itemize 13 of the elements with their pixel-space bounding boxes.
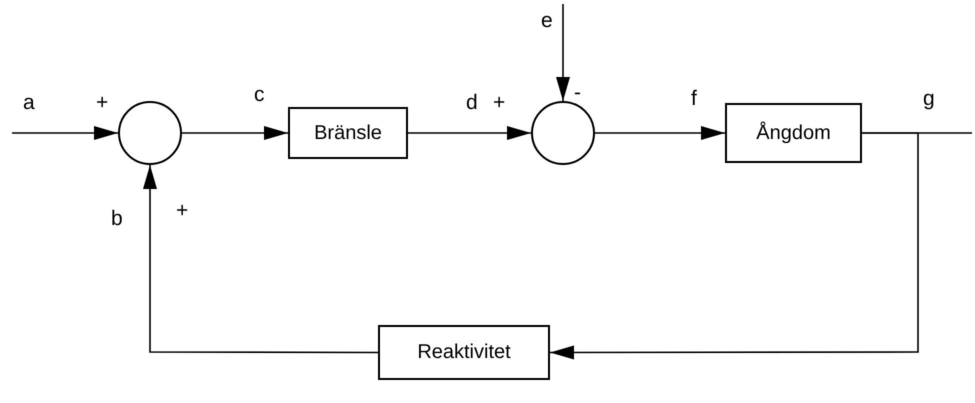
arrow — [143, 165, 378, 354]
block-label: Ångdom — [756, 122, 831, 144]
process-box — [378, 325, 550, 380]
process-box — [725, 103, 862, 163]
arrow — [550, 132, 919, 360]
arrow — [556, 4, 570, 101]
arrow — [182, 126, 288, 140]
arrow — [12, 126, 118, 140]
arrow — [408, 126, 531, 140]
arrow — [595, 126, 725, 140]
block-label: Reaktivitet — [417, 341, 511, 364]
block-label: Bränsle — [314, 122, 382, 144]
process-box — [288, 107, 408, 159]
